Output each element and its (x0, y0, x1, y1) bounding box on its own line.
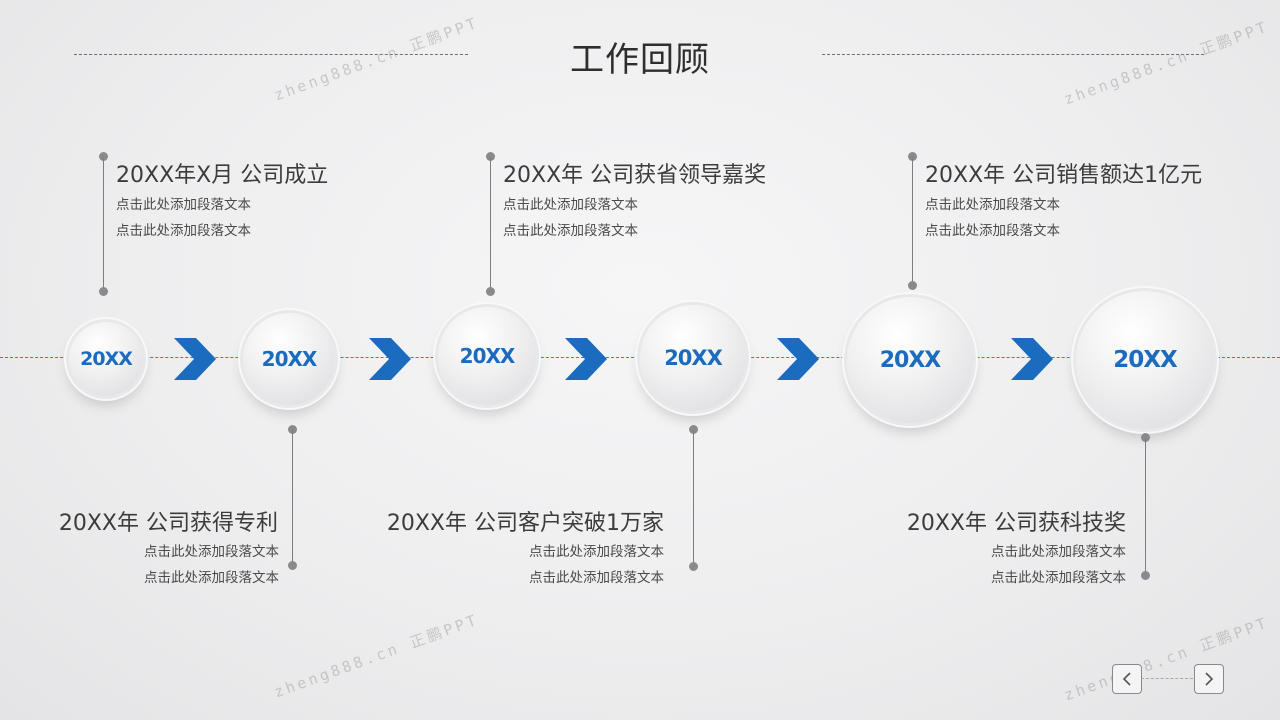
event-title: 20XX年 公司获科技奖 (906, 511, 1126, 536)
pin-line (912, 157, 913, 285)
chevron-right-icon (777, 338, 819, 380)
pin-dot (486, 152, 495, 161)
event-description: 点击此处添加段落文本 点击此处添加段落文本 (144, 539, 279, 591)
event-description-line: 点击此处添加段落文本 (503, 197, 638, 213)
pin-line (490, 157, 491, 292)
pin-dot (99, 152, 108, 161)
timeline-node-label: 20XX (261, 347, 318, 371)
event-description-line: 点击此处添加段落文本 (925, 223, 1060, 239)
page-title: 工作回顾 (570, 40, 710, 80)
event-description: 点击此处添加段落文本 点击此处添加段落文本 (991, 539, 1126, 591)
chevron-right-icon (1205, 672, 1214, 686)
event-description-line: 点击此处添加段落文本 (144, 570, 279, 586)
event-title: 20XX年X月 公司成立 (116, 163, 329, 188)
pin-dot (1141, 571, 1150, 580)
event-description: 点击此处添加段落文本 点击此处添加段落文本 (925, 192, 1060, 244)
event-description-line: 点击此处添加段落文本 (991, 570, 1126, 586)
event-title: 20XX年 公司获省领导嘉奖 (503, 163, 767, 188)
pin-dot (689, 425, 698, 434)
next-slide-button[interactable] (1194, 664, 1224, 694)
event-title: 20XX年 公司获得专利 (58, 511, 278, 536)
chevron-right-icon (1011, 338, 1053, 380)
event-description-line: 点击此处添加段落文本 (991, 544, 1126, 560)
event-description: 点击此处添加段落文本 点击此处添加段落文本 (529, 539, 664, 591)
timeline-node[interactable]: 20XX (640, 305, 746, 411)
title-divider-left (74, 54, 468, 55)
chevron-right-icon (369, 338, 411, 380)
prev-slide-button[interactable] (1112, 664, 1142, 694)
pin-dot (908, 152, 917, 161)
event-description-line: 点击此处添加段落文本 (116, 223, 251, 239)
title-divider-right (822, 54, 1204, 55)
timeline-node-label: 20XX (459, 344, 516, 368)
pin-line (1145, 438, 1146, 575)
chevron-right-icon (174, 338, 216, 380)
timeline-node[interactable]: 20XX (438, 307, 536, 405)
event-description: 点击此处添加段落文本 点击此处添加段落文本 (116, 192, 251, 244)
event-description: 点击此处添加段落文本 点击此处添加段落文本 (503, 192, 638, 244)
watermark: zheng888.cn 正鹏PPT (1061, 613, 1272, 705)
timeline-node[interactable]: 20XX (847, 297, 973, 423)
event-description-line: 点击此处添加段落文本 (116, 197, 251, 213)
event-title: 20XX年 公司销售额达1亿元 (925, 163, 1203, 188)
pin-line (693, 430, 694, 566)
event-description-line: 点击此处添加段落文本 (529, 544, 664, 560)
timeline-node[interactable]: 20XX (69, 322, 143, 396)
pin-dot (908, 281, 917, 290)
event-description-line: 点击此处添加段落文本 (925, 197, 1060, 213)
timeline-node-label: 20XX (80, 348, 133, 370)
pin-line (292, 430, 293, 565)
event-title: 20XX年 公司客户突破1万家 (386, 511, 664, 536)
watermark: zheng888.cn 正鹏PPT (271, 610, 482, 702)
timeline-node-label: 20XX (664, 346, 723, 370)
pin-dot (288, 425, 297, 434)
chevron-left-icon (1122, 672, 1131, 686)
timeline-node-label: 20XX (879, 347, 942, 373)
chevron-right-icon (565, 338, 607, 380)
timeline-node[interactable]: 20XX (1076, 291, 1214, 429)
nav-divider (1141, 678, 1193, 679)
timeline-node-label: 20XX (1113, 347, 1177, 373)
pin-dot (1141, 433, 1150, 442)
pin-line (103, 157, 104, 292)
event-description-line: 点击此处添加段落文本 (529, 570, 664, 586)
pin-dot (689, 562, 698, 571)
timeline-node[interactable]: 20XX (243, 313, 335, 405)
event-description-line: 点击此处添加段落文本 (503, 223, 638, 239)
pin-dot (99, 287, 108, 296)
pin-dot (288, 561, 297, 570)
event-description-line: 点击此处添加段落文本 (144, 544, 279, 560)
pin-dot (486, 287, 495, 296)
